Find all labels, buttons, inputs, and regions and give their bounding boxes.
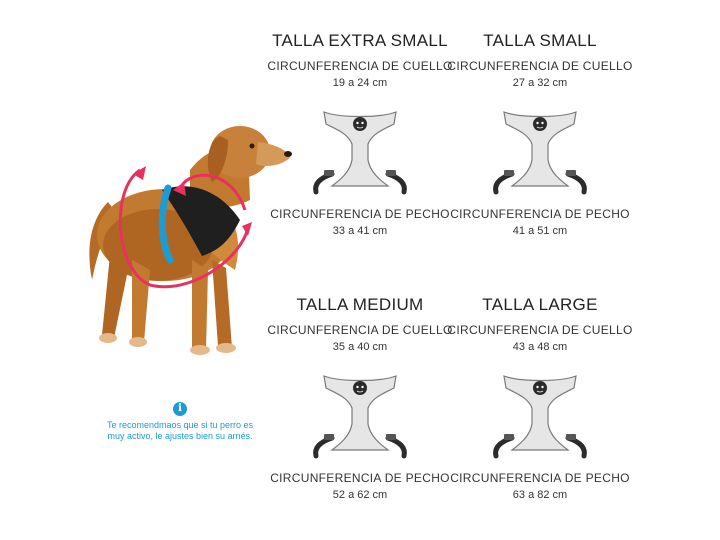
chest-value: 63 a 82 cm	[512, 489, 568, 501]
chest-value: 52 a 62 cm	[332, 489, 388, 501]
neck-label: CIRCUNFERENCIA DE CUELLO	[267, 323, 453, 337]
neck-value: 35 a 40 cm	[332, 341, 388, 353]
harness-icon	[493, 375, 587, 459]
neck-label: CIRCUNFERENCIA DE CUELLO	[447, 59, 633, 73]
chest-value: 33 a 41 cm	[332, 225, 388, 237]
neck-value: 19 a 24 cm	[332, 77, 388, 89]
neck-value: 43 a 48 cm	[512, 341, 568, 353]
chest-label: CIRCUNFERENCIA DE PECHO	[270, 471, 450, 485]
chest-label: CIRCUNFERENCIA DE PECHO	[270, 207, 450, 221]
size-card-medium: TALLA MEDIUM CIRCUNFERENCIA DE CUELLO 35…	[265, 294, 455, 502]
size-title: TALLA LARGE	[482, 295, 598, 314]
neck-label: CIRCUNFERENCIA DE CUELLO	[267, 59, 453, 73]
chest-value: 41 a 51 cm	[512, 225, 568, 237]
dog-illustration	[80, 110, 300, 380]
dog-with-harness-image	[89, 126, 292, 355]
size-card-extra-small: TALLA EXTRA SMALL CIRCUNFERENCIA DE CUEL…	[265, 30, 455, 238]
size-card-small: TALLA SMALL CIRCUNFERENCIA DE CUELLO 27 …	[445, 30, 635, 238]
size-card-large: TALLA LARGE CIRCUNFERENCIA DE CUELLO 43 …	[445, 294, 635, 502]
neck-value: 27 a 32 cm	[512, 77, 568, 89]
chest-label: CIRCUNFERENCIA DE PECHO	[450, 471, 630, 485]
harness-icon	[313, 111, 407, 195]
neck-label: CIRCUNFERENCIA DE CUELLO	[447, 323, 633, 337]
size-title: TALLA MEDIUM	[296, 295, 424, 314]
size-title: TALLA SMALL	[483, 31, 597, 50]
size-title: TALLA EXTRA SMALL	[272, 31, 448, 50]
harness-icon	[313, 375, 407, 459]
tip-text: Te recomendmaos que si tu perro es muy a…	[106, 420, 254, 441]
chest-label: CIRCUNFERENCIA DE PECHO	[450, 207, 630, 221]
harness-icon	[493, 111, 587, 195]
tip-note: i Te recomendmaos que si tu perro es muy…	[100, 398, 260, 442]
info-icon: i	[173, 402, 187, 416]
